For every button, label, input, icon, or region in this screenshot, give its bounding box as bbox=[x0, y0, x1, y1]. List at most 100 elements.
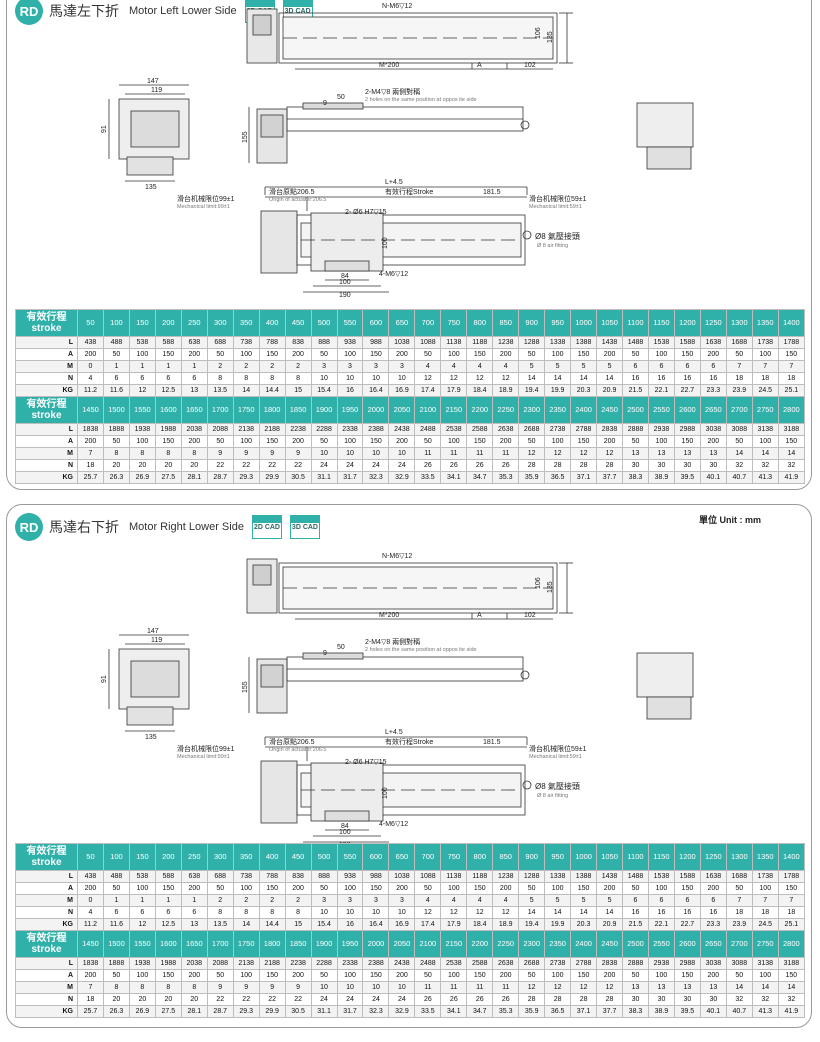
stroke-cell: 1400 bbox=[777, 843, 806, 871]
table-cell: 6 bbox=[154, 372, 182, 385]
dim-135: 135 bbox=[547, 581, 554, 593]
table-cell: 20 bbox=[128, 993, 156, 1006]
table-cell: 738 bbox=[232, 336, 260, 349]
table-cell: 200 bbox=[77, 435, 104, 448]
table-cell: 1288 bbox=[518, 870, 546, 883]
table-cell: 39.5 bbox=[673, 1005, 701, 1018]
section-badge: RD bbox=[15, 0, 43, 25]
table-cell: 15 bbox=[284, 384, 312, 397]
table-cell: 1738 bbox=[751, 870, 779, 883]
table-cell: 8 bbox=[232, 372, 260, 385]
section-title-zh: 馬達右下折 bbox=[49, 519, 119, 535]
table-cell: 438 bbox=[77, 870, 104, 883]
table-cell: 30 bbox=[673, 459, 701, 472]
cad-3d-button[interactable]: 3D CAD bbox=[289, 515, 320, 539]
table-cell: 18 bbox=[777, 906, 806, 919]
dim-a: A bbox=[477, 62, 482, 69]
stroke-cell: 350 bbox=[232, 309, 260, 337]
table-cell: 14 bbox=[518, 372, 546, 385]
table-cell: 2138 bbox=[232, 957, 260, 970]
table-cell: 2638 bbox=[492, 423, 520, 436]
table-cell: 2988 bbox=[673, 423, 701, 436]
stroke-cell: 900 bbox=[518, 309, 546, 337]
table-cell: 5 bbox=[570, 894, 598, 907]
stroke-cell: 800 bbox=[466, 843, 494, 871]
table-cell: 4 bbox=[414, 894, 442, 907]
table-cell: 0 bbox=[77, 894, 104, 907]
stroke-cell: 1850 bbox=[284, 396, 312, 424]
table-cell: 28 bbox=[570, 993, 598, 1006]
table-cell: 8 bbox=[284, 372, 312, 385]
table-cell: 50 bbox=[102, 969, 130, 982]
table-cell: 150 bbox=[466, 882, 494, 895]
table-cell: 11 bbox=[492, 447, 520, 460]
row-label: N bbox=[15, 993, 78, 1006]
row-label: N bbox=[15, 906, 78, 919]
table-cell: 2038 bbox=[180, 423, 208, 436]
dim-181-5: 181.5 bbox=[483, 189, 501, 196]
table-cell: 100 bbox=[128, 435, 156, 448]
stroke-cell: 550 bbox=[336, 309, 364, 337]
table-cell: 12 bbox=[492, 906, 520, 919]
table-cell: 1338 bbox=[544, 336, 572, 349]
table-cell: 26 bbox=[492, 993, 520, 1006]
stroke-cell: 2400 bbox=[570, 396, 598, 424]
cad-2d-button[interactable]: 2D CAD bbox=[251, 515, 282, 539]
table-cell: 1788 bbox=[777, 870, 806, 883]
table-cell: 12 bbox=[570, 447, 598, 460]
table-cell: 2438 bbox=[388, 423, 416, 436]
technical-drawing: N-M6▽12 106 135 M*200 A 102 147 119 91 1… bbox=[101, 553, 694, 849]
table-cell: 20.9 bbox=[596, 918, 624, 931]
table-cell: 2238 bbox=[284, 957, 312, 970]
table-cell: 888 bbox=[310, 336, 338, 349]
table-cell: 9 bbox=[258, 447, 286, 460]
table-cell: 200 bbox=[284, 348, 312, 361]
row-label: M bbox=[15, 981, 78, 994]
table-cell: 8 bbox=[232, 906, 260, 919]
table-cell: 200 bbox=[699, 882, 727, 895]
stroke-cell: 2350 bbox=[544, 396, 572, 424]
table-cell: 50 bbox=[102, 435, 130, 448]
table-cell: 33.5 bbox=[414, 1005, 442, 1018]
table-cell: 13.5 bbox=[206, 918, 234, 931]
stroke-cell: 1100 bbox=[622, 309, 649, 337]
holes-en: 2 holes on the same position at oppos it… bbox=[365, 97, 477, 103]
stroke-cell: 1400 bbox=[777, 309, 806, 337]
table-cell: 150 bbox=[466, 969, 494, 982]
table-cell: 29.3 bbox=[232, 471, 260, 484]
stroke-cell: 2200 bbox=[466, 930, 494, 958]
table-cell: 35.9 bbox=[518, 471, 546, 484]
table-cell: 14.4 bbox=[258, 384, 286, 397]
table-cell: 588 bbox=[154, 870, 182, 883]
table-cell: 50 bbox=[518, 435, 546, 448]
table-cell: 6 bbox=[673, 894, 701, 907]
table-cell: 24.5 bbox=[751, 918, 779, 931]
stroke-cell: 2600 bbox=[673, 396, 701, 424]
table-cell: 22 bbox=[206, 459, 234, 472]
dim-l-plus: L+4.5 bbox=[385, 729, 403, 736]
table-cell: 3 bbox=[336, 894, 364, 907]
table-cell: 10 bbox=[362, 906, 390, 919]
stroke-cell: 950 bbox=[544, 843, 572, 871]
table-cell: 16.4 bbox=[362, 384, 390, 397]
table-cell: 14 bbox=[725, 447, 753, 460]
table-cell: 6 bbox=[154, 906, 182, 919]
stroke-cell: 1050 bbox=[596, 843, 624, 871]
table-cell: 14 bbox=[544, 906, 572, 919]
table-cell: 25.1 bbox=[777, 384, 806, 397]
table-cell: 28.7 bbox=[206, 1005, 234, 1018]
stroke-cell: 1650 bbox=[180, 930, 208, 958]
table-cell: 14 bbox=[232, 918, 260, 931]
table-cell: 28 bbox=[518, 993, 546, 1006]
table-cell: 11 bbox=[440, 981, 468, 994]
dim-135-side: 135 bbox=[145, 184, 157, 191]
row-label: KG bbox=[15, 1005, 78, 1018]
table-cell: 3188 bbox=[777, 957, 806, 970]
table-cell: 24 bbox=[388, 993, 416, 1006]
table-cell: 26 bbox=[414, 993, 442, 1006]
